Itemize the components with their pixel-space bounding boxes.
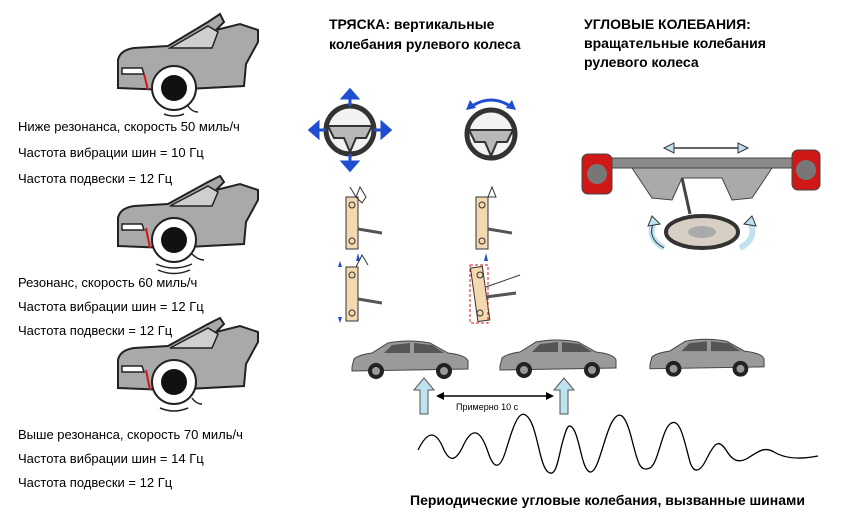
left-line: Частота вибрации шин = 12 Гц: [18, 299, 204, 314]
angular-title-line: рулевого колеса: [584, 54, 699, 70]
oscillation-waveform: [417, 413, 819, 474]
steering-wheel-vertical-icon: [307, 87, 393, 173]
side-car-2-image: [499, 339, 617, 378]
steering-rack-assembly-image: [581, 142, 821, 251]
shake-title: ТРЯСКА: вертикальные колебания рулевого …: [329, 16, 521, 53]
interval-arrow-icon: [436, 392, 554, 400]
steering-wheel-rotational-icon: [464, 98, 518, 161]
left-line: Резонанс, скорость 60 миль/ч: [18, 275, 198, 290]
angular-title-line: вращательные колебания: [584, 35, 766, 51]
angular-title-line: УГЛОВЫЕ КОЛЕБАНИЯ:: [584, 16, 751, 32]
left-line: Ниже резонанса, скорость 50 миль/ч: [18, 119, 240, 134]
left-text-group-3: Выше резонанса, скорость 70 миль/ч Часто…: [18, 427, 243, 499]
left-line: Частота подвески = 12 Гц: [18, 475, 173, 490]
left-line: Частота вибрации шин = 10 Гц: [18, 145, 204, 160]
column-mechanism-icon: [345, 185, 383, 250]
car-front-above-resonance: [117, 316, 259, 412]
left-text-group-1: Ниже резонанса, скорость 50 миль/ч Часто…: [18, 119, 240, 197]
left-line: Выше резонанса, скорость 70 миль/ч: [18, 427, 243, 442]
up-arrow-icon: [412, 377, 436, 415]
left-text-group-2: Резонанс, скорость 60 миль/ч Частота виб…: [18, 275, 204, 347]
column-mechanism-shake-icon: [338, 253, 383, 323]
column-mechanism-rotate-icon: [469, 253, 521, 324]
shake-title-line: ТРЯСКА: вертикальные: [329, 16, 495, 32]
side-car-1-image: [351, 340, 469, 379]
left-line: Частота подвески = 12 Гц: [18, 171, 173, 186]
column-mechanism-icon: [475, 185, 513, 250]
angular-title: УГЛОВЫЕ КОЛЕБАНИЯ: вращательные колебани…: [584, 16, 766, 71]
shake-title-line: колебания рулевого колеса: [329, 36, 521, 52]
left-line: Частота подвески = 12 Гц: [18, 323, 173, 338]
bottom-caption: Периодические угловые колебания, вызванн…: [410, 492, 805, 508]
up-arrow-icon: [552, 377, 576, 415]
interval-label: Примерно 10 с: [456, 402, 519, 412]
car-front-resonance: [117, 174, 259, 275]
side-car-3-image: [649, 338, 765, 377]
left-line: Частота вибрации шин = 14 Гц: [18, 451, 204, 466]
car-front-below-resonance: [117, 12, 259, 117]
